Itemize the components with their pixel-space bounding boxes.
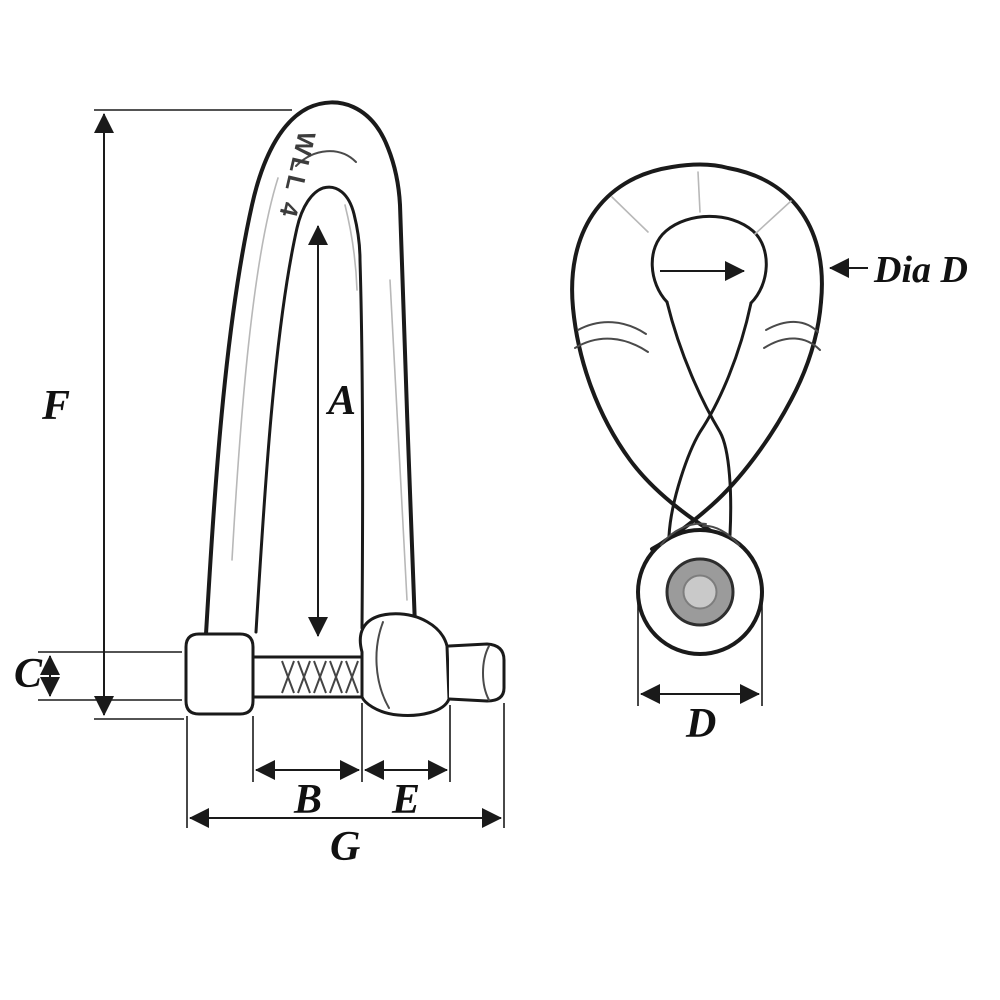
dim-label-f: F bbox=[41, 383, 70, 429]
front-right-strap-inner bbox=[667, 301, 753, 538]
limb-shading-left bbox=[231, 177, 279, 561]
dim-label-b: B bbox=[293, 777, 322, 823]
apex-twist-line bbox=[295, 150, 357, 167]
engraved-wll-marking: WLL 4 bbox=[273, 129, 320, 223]
dim-label-d: D bbox=[685, 701, 716, 747]
pin-head-slot-line bbox=[482, 645, 490, 701]
dim-label-e: E bbox=[391, 777, 420, 823]
eye-top-swirl-left bbox=[660, 522, 707, 546]
front-loop-outer bbox=[570, 162, 824, 310]
dim-label-c: C bbox=[14, 651, 43, 697]
pin-head bbox=[447, 642, 506, 703]
dim-label-a: A bbox=[325, 378, 356, 424]
eye-hole-center bbox=[682, 574, 718, 610]
shackle-front-view bbox=[570, 162, 824, 656]
dia-d-callout-label: Dia D bbox=[873, 249, 968, 291]
pin-boss bbox=[358, 612, 451, 717]
front-left-strap-inner bbox=[665, 300, 733, 537]
limb-shading-right bbox=[389, 279, 408, 601]
dim-label-g: G bbox=[330, 824, 360, 870]
dimension-lines bbox=[38, 109, 868, 828]
twist-break-right bbox=[763, 321, 821, 351]
eye-top-swirl-right bbox=[702, 524, 740, 546]
loop-shading-spokes bbox=[611, 171, 792, 235]
pin-flange bbox=[184, 632, 255, 716]
limb-shading-apex bbox=[344, 204, 358, 291]
pin-thread-hatching bbox=[281, 660, 359, 694]
pin-boss-detail-line bbox=[375, 621, 390, 709]
front-inner-opening bbox=[650, 214, 768, 305]
shackle-side-outer-outline bbox=[204, 100, 417, 636]
shackle-side-inner-outline bbox=[254, 185, 365, 634]
dimension-labels: F A C B E G D Dia D bbox=[14, 249, 968, 870]
twist-break-left bbox=[574, 321, 649, 353]
